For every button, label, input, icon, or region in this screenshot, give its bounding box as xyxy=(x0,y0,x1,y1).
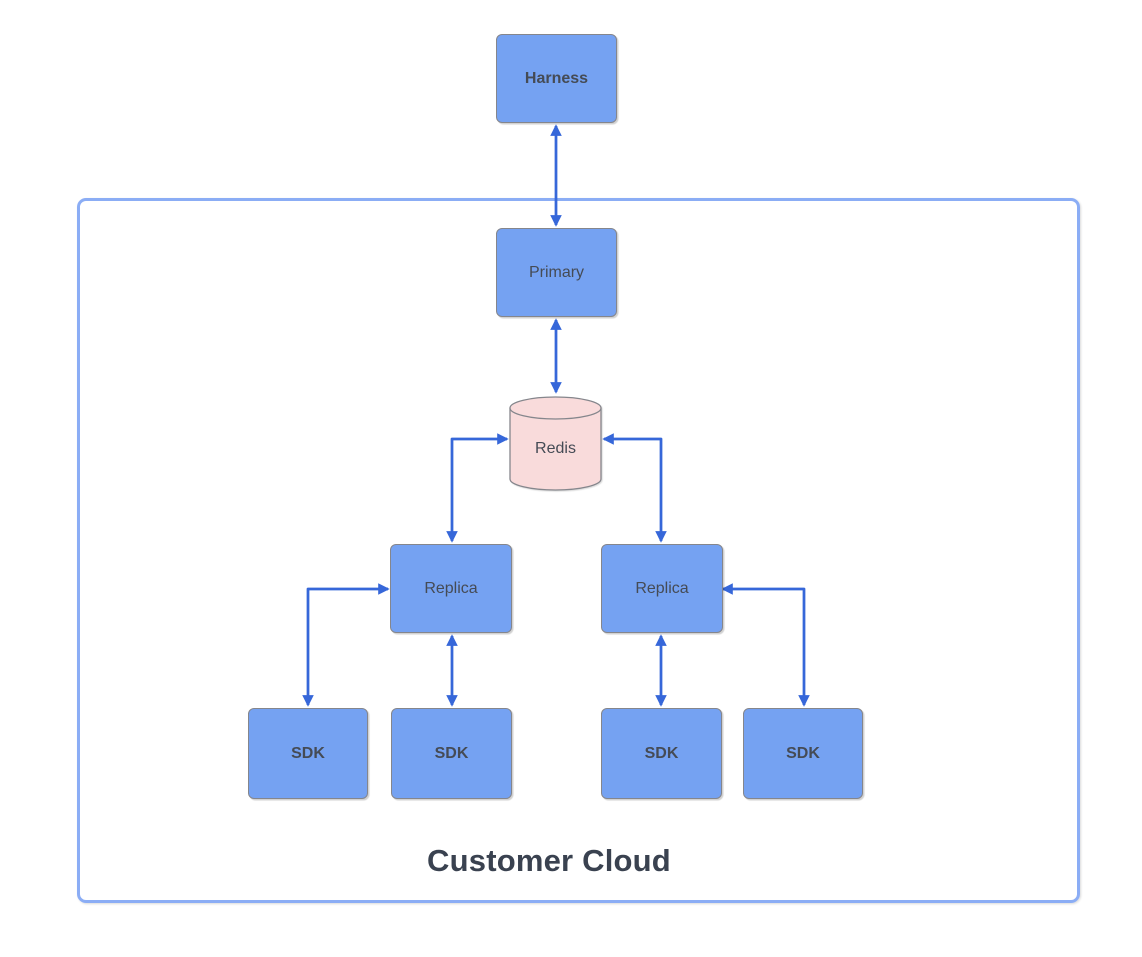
node-sdk-3: SDK xyxy=(601,708,722,799)
node-replica-right: Replica xyxy=(601,544,723,633)
node-sdk-3-label: SDK xyxy=(644,744,679,762)
customer-cloud-container xyxy=(77,198,1080,903)
node-redis-label: Redis xyxy=(535,440,576,457)
node-sdk-2-label: SDK xyxy=(434,744,469,762)
node-sdk-1: SDK xyxy=(248,708,368,799)
node-sdk-1-label: SDK xyxy=(291,744,325,762)
node-replica-left-label: Replica xyxy=(424,579,478,597)
node-replica-left: Replica xyxy=(390,544,512,633)
node-harness-label: Harness xyxy=(524,69,589,87)
node-sdk-2: SDK xyxy=(391,708,512,799)
node-sdk-4-label: SDK xyxy=(786,744,820,762)
node-primary-label: Primary xyxy=(528,263,585,281)
cylinder-shape xyxy=(509,396,602,491)
node-sdk-4: SDK xyxy=(743,708,863,799)
node-harness: Harness xyxy=(496,34,617,123)
node-primary: Primary xyxy=(496,228,617,317)
customer-cloud-label: Customer Cloud xyxy=(427,843,671,878)
node-replica-right-label: Replica xyxy=(635,579,689,597)
node-redis: Redis xyxy=(509,395,602,495)
